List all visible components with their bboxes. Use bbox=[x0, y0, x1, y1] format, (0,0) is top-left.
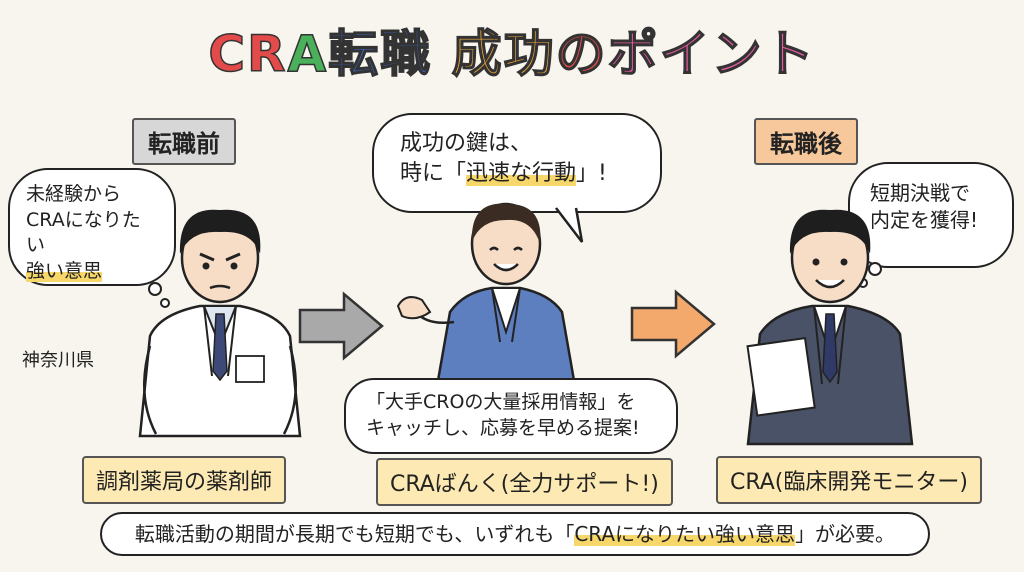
title-char: ン bbox=[711, 24, 764, 84]
thought-dot bbox=[148, 282, 162, 296]
title-char: 転 bbox=[328, 24, 381, 84]
title-char: 成 bbox=[451, 24, 504, 84]
before-name-box: 調剤薬局の薬剤師 bbox=[82, 456, 287, 504]
hair bbox=[179, 209, 261, 254]
middle-bottom-line2: キャッチし、応募を早める提案! bbox=[366, 416, 640, 439]
title-char: ポ bbox=[607, 24, 660, 84]
page-title: CRA転職 成功のポイント bbox=[0, 14, 1024, 86]
title-char: の bbox=[555, 24, 608, 84]
hair bbox=[471, 203, 541, 244]
stage-label-after: 転職後 bbox=[754, 118, 858, 165]
title-char: 職 bbox=[380, 24, 433, 84]
hair bbox=[789, 209, 871, 254]
tie bbox=[822, 313, 838, 384]
before-thought-line2: CRAになりたい bbox=[26, 208, 141, 257]
after-name-box: CRA(臨床開発モニター) bbox=[716, 456, 982, 504]
middle-name-box: CRAばんく(全力サポート!) bbox=[376, 458, 673, 506]
title-char: イ bbox=[659, 24, 712, 84]
middle-speech-bubble: 成功の鍵は、 時に「迅速な行動」! bbox=[372, 113, 662, 213]
title-char: C bbox=[208, 24, 248, 84]
document-icon bbox=[746, 337, 816, 417]
stage-label-before: 転職前 bbox=[132, 118, 236, 165]
title-char: A bbox=[287, 24, 329, 84]
arrow-right-icon bbox=[298, 291, 384, 361]
middle-bubble-line2: 時に「迅速な行動」! bbox=[400, 160, 607, 186]
middle-bubble-line1: 成功の鍵は、 bbox=[400, 131, 533, 156]
title-char: 功 bbox=[503, 24, 556, 84]
title-char: R bbox=[246, 24, 288, 84]
middle-proposal-bubble: 「大手CROの大量採用情報」を キャッチし、応募を早める提案! bbox=[344, 378, 678, 454]
consultant-figure bbox=[396, 202, 578, 394]
before-thought-bubble: 未経験から CRAになりたい 強い意思 bbox=[8, 168, 176, 286]
location-text: 神奈川県 bbox=[22, 350, 94, 371]
summary-banner: 転職活動の期間が長期でも短期でも、いずれも「CRAになりたい強い意思」が必要。 bbox=[100, 512, 930, 556]
thought-dot bbox=[868, 262, 882, 276]
title-char: ト bbox=[763, 24, 816, 84]
middle-bottom-line1: 「大手CROの大量採用情報」を bbox=[366, 391, 636, 413]
coat-pocket bbox=[235, 355, 265, 383]
after-thought-line2: 内定を獲得! bbox=[870, 208, 979, 232]
speech-tail bbox=[555, 207, 584, 243]
after-thought-line1: 短期決戦で bbox=[870, 181, 970, 205]
thought-dot bbox=[160, 298, 170, 308]
arrow-right-icon bbox=[630, 289, 716, 359]
open-hand bbox=[396, 296, 432, 320]
before-thought-line3: 強い意思 bbox=[26, 259, 103, 282]
pharmacist-figure bbox=[138, 209, 302, 438]
title-char bbox=[432, 25, 451, 83]
cra-figure bbox=[746, 209, 914, 446]
tie bbox=[212, 313, 228, 382]
before-thought-line1: 未経験から bbox=[26, 183, 122, 205]
after-thought-bubble: 短期決戦で 内定を獲得! bbox=[848, 162, 1014, 268]
